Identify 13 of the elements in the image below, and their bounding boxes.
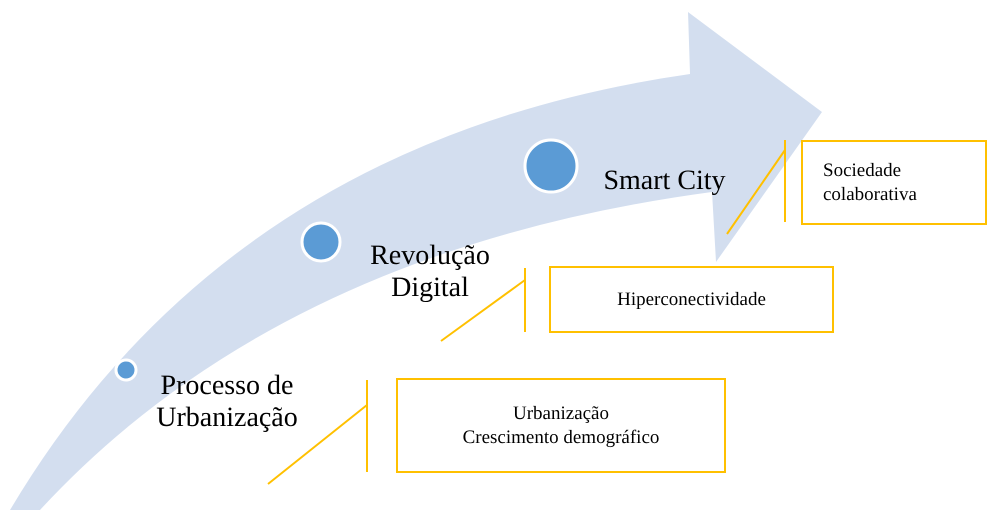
callout-text: Hiperconectividade bbox=[616, 288, 767, 312]
callout-box bbox=[396, 378, 726, 473]
stage-label: Revolução Digital bbox=[350, 240, 510, 312]
callout-box bbox=[549, 266, 834, 333]
callout-text: Crescimento demográfico bbox=[462, 426, 660, 450]
stage-label: Smart City bbox=[582, 165, 747, 205]
callout-box bbox=[801, 140, 987, 225]
leader-line bbox=[267, 379, 368, 485]
callout-text: Sociedade colaborativa bbox=[823, 158, 918, 206]
leader-line bbox=[440, 267, 526, 342]
stage-label: Processo de Urbanização bbox=[132, 370, 322, 440]
callout-text: Urbanização bbox=[512, 402, 610, 426]
leader-line bbox=[726, 139, 786, 235]
